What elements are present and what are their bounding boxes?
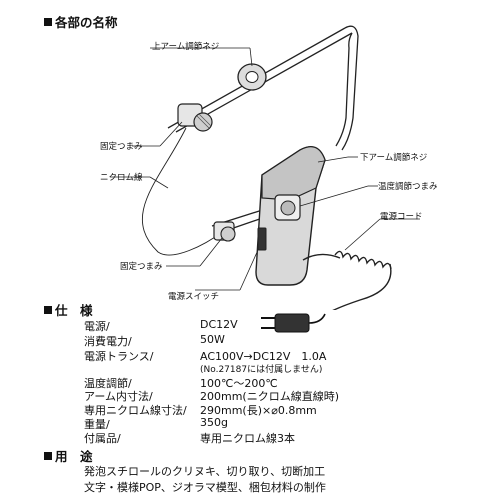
callout-power-cord: 電源コード xyxy=(380,212,423,222)
spec-value: 専用ニクロム線3本 xyxy=(200,432,295,445)
callout-power-switch: 電源スイッチ xyxy=(168,292,220,302)
spec-value: 350g xyxy=(200,416,228,429)
spec-label: アーム内寸法/ xyxy=(84,390,153,403)
uses-section-title: 用 途 xyxy=(44,446,93,465)
specs-section-title: 仕 様 xyxy=(44,300,93,319)
power-switch xyxy=(257,227,267,251)
spec-value: DC12V xyxy=(200,318,238,331)
spec-value: 290mm(長)×⌀0.8mm xyxy=(200,404,317,417)
spec-value: 100℃～200℃ xyxy=(200,377,278,390)
callout-fixing-knob-upper: 固定つまみ xyxy=(100,142,143,152)
fixing-knob-lower xyxy=(213,221,236,242)
callout-temp-knob: 温度調節つまみ xyxy=(378,182,438,192)
spec-label: 電源/ xyxy=(84,320,110,333)
callout-nichrome-wire: ニクロム線 xyxy=(100,173,143,183)
callout-lower-arm-screw: 下アーム調節ネジ xyxy=(360,153,428,163)
spec-value: AC100V→DC12V 1.0A xyxy=(200,350,327,363)
handle-body xyxy=(255,146,326,286)
spec-label: 付属品/ xyxy=(84,432,121,445)
callout-fixing-knob-lower: 固定つまみ xyxy=(120,262,163,272)
spec-label: 重量/ xyxy=(84,418,110,431)
spec-label: 温度調節/ xyxy=(84,377,132,390)
spec-note: (No.27187には付属しません) xyxy=(200,365,323,375)
use-line: 文字・模様POP、ジオラマ模型、梱包材料の制作 xyxy=(84,481,326,494)
plug-drawing xyxy=(261,313,326,333)
spec-label: 電源トランス/ xyxy=(84,350,154,363)
square-bullet-icon xyxy=(44,306,52,314)
square-bullet-icon xyxy=(44,452,52,460)
use-line: 発泡スチロールのクリヌキ、切り取り、切断加工 xyxy=(84,465,326,478)
parts-section-title: 各部の名称 xyxy=(44,12,118,31)
spec-label: 専用ニクロム線寸法/ xyxy=(84,404,187,417)
callout-upper-arm-screw: 上アーム調節ネジ xyxy=(152,42,220,52)
spec-label: 消費電力/ xyxy=(84,335,132,348)
arm-frame xyxy=(335,25,359,151)
fixing-knob-upper xyxy=(177,103,213,132)
spec-value: 200mm(ニクロム線直線時) xyxy=(200,390,340,403)
nichrome-wire xyxy=(141,127,223,256)
square-bullet-icon xyxy=(44,18,52,26)
upper-arm-knob xyxy=(237,63,267,91)
power-cord xyxy=(302,250,392,310)
spec-value: 50W xyxy=(200,333,225,346)
product-diagram xyxy=(110,25,420,310)
